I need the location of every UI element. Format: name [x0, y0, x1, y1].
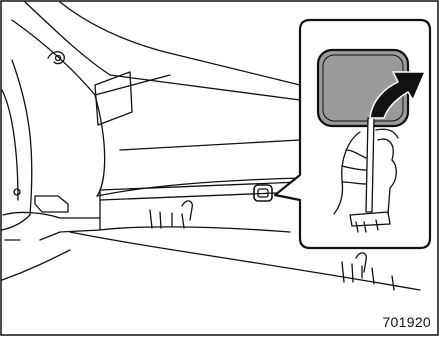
figure-id-label: 701920 [382, 314, 431, 330]
